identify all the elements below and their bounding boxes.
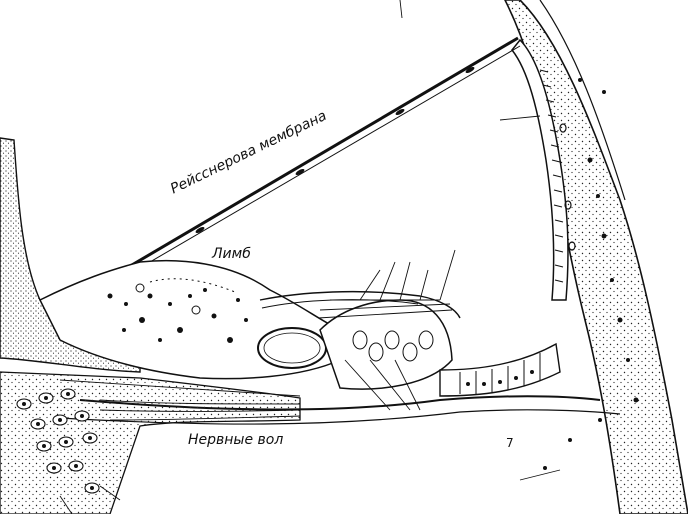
claudius-cells [439, 342, 561, 397]
nerve-fibers-label: Нервные вол [188, 432, 284, 448]
spiral-ganglion [0, 371, 301, 514]
stria-vascularis [511, 38, 576, 301]
spiral-ligament-cells [543, 78, 639, 470]
organ-of-corti [317, 249, 456, 411]
fibre-strokes [59, 0, 561, 514]
limb-label: Лимб [212, 246, 251, 262]
reissner-membrane [119, 36, 521, 277]
tectorial-membrane [259, 290, 461, 319]
marker-seven-label: 7 [506, 436, 514, 450]
inner-sulcus [257, 327, 327, 369]
